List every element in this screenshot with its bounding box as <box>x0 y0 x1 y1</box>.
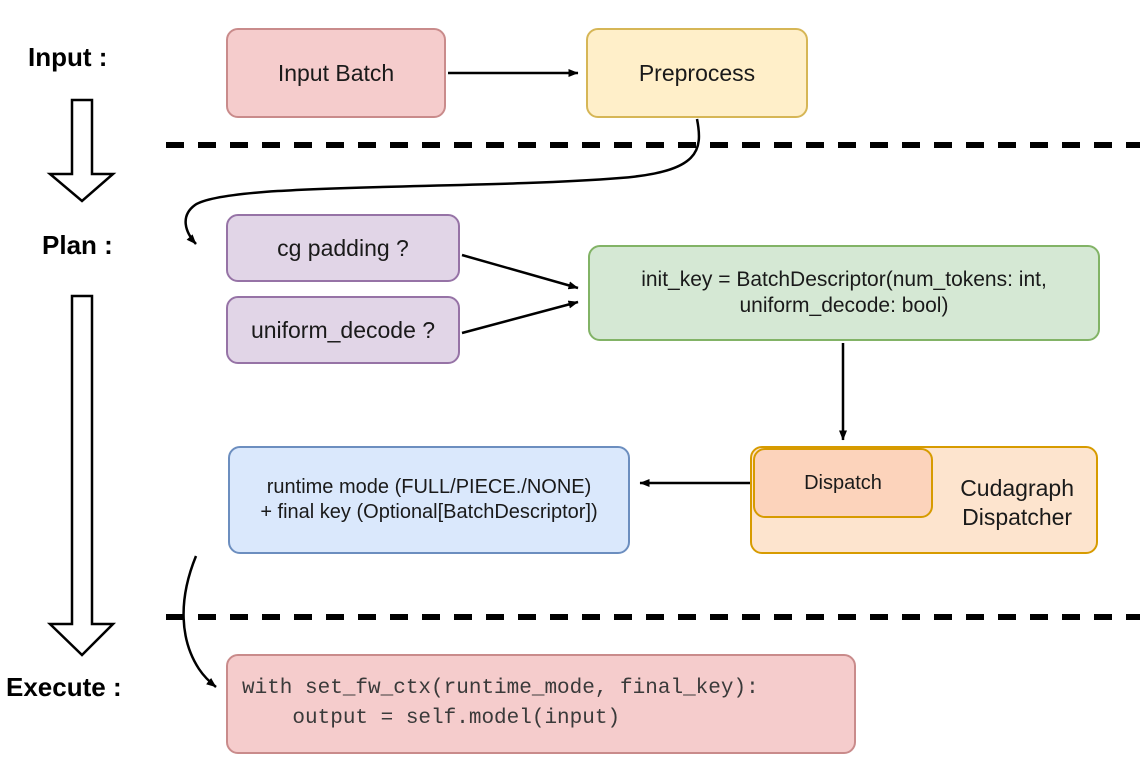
edge-runtime-mode-to-execute-code <box>182 555 217 688</box>
node-dispatch[interactable]: Dispatch <box>753 448 933 518</box>
node-input-batch[interactable]: Input Batch <box>226 28 446 118</box>
node-execute-code[interactable]: with set_fw_ctx(runtime_mode, final_key)… <box>226 654 856 754</box>
plan-to-execute-arrow <box>46 294 117 657</box>
node-uniform-decode[interactable]: uniform_decode ? <box>226 296 460 364</box>
node-preprocess[interactable]: Preprocess <box>586 28 808 118</box>
node-runtime-mode[interactable]: runtime mode (FULL/PIECE./NONE) + final … <box>228 446 630 554</box>
stage-label-input: Input : <box>28 42 108 72</box>
input-to-plan-arrow <box>46 98 117 203</box>
node-init-key[interactable]: init_key = BatchDescriptor(num_tokens: i… <box>588 245 1100 341</box>
stage-label-execute: Execute : <box>6 672 122 702</box>
node-cg-padding[interactable]: cg padding ? <box>226 214 460 282</box>
edge-uniform-decode-to-init-key <box>461 300 579 335</box>
stage-label-plan: Plan : <box>42 230 113 260</box>
edge-cg-padding-to-init-key <box>461 253 579 290</box>
